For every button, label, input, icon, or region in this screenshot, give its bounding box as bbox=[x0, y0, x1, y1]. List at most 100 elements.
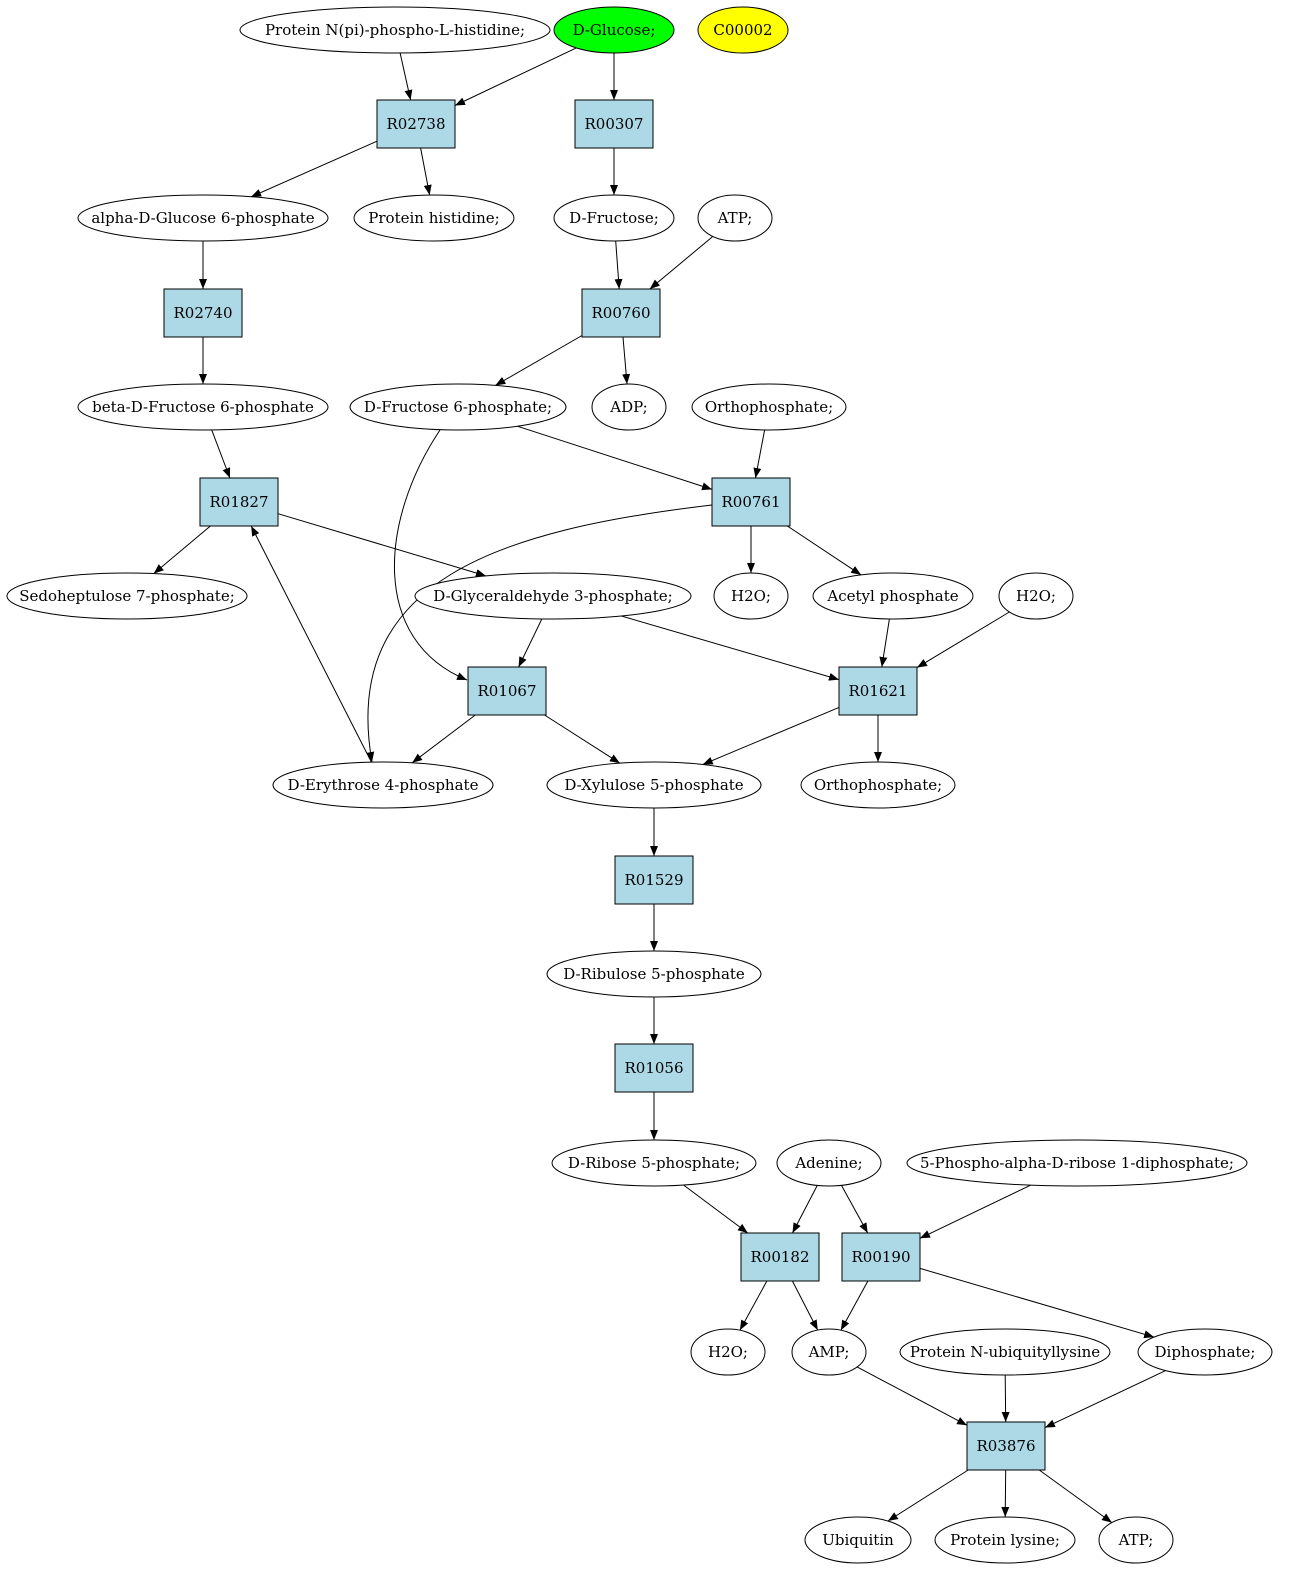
reaction-R01529[interactable]: R01529 bbox=[614, 855, 694, 905]
compound-c_dery4p[interactable]: D-Erythrose 4-phosphate bbox=[272, 761, 494, 809]
compound-c_dxyl5p[interactable]: D-Xylulose 5-phosphate bbox=[546, 761, 762, 809]
edge-R00190-to-c_amp bbox=[840, 1280, 869, 1331]
edge-R01067-to-c_dxyl5p bbox=[544, 714, 621, 764]
reaction-R01621[interactable]: R01621 bbox=[838, 666, 918, 716]
reaction-R00307[interactable]: R00307 bbox=[574, 99, 654, 149]
compound-c_dglucose[interactable]: D-Glucose; bbox=[553, 6, 675, 54]
compound-label: D-Xylulose 5-phosphate bbox=[564, 776, 743, 794]
reaction-R02740[interactable]: R02740 bbox=[163, 288, 243, 338]
reaction-label: R02738 bbox=[386, 115, 445, 133]
edge-R00182-to-c_h2o3 bbox=[739, 1280, 768, 1331]
compound-c_sedohep7p[interactable]: Sedoheptulose 7-phosphate; bbox=[6, 572, 248, 620]
reaction-box bbox=[581, 288, 661, 338]
reaction-box bbox=[711, 477, 791, 527]
compound-ellipse bbox=[697, 194, 773, 242]
compound-label: Protein N-ubiquityllysine bbox=[910, 1343, 1100, 1361]
compound-c_ubiquitin[interactable]: Ubiquitin bbox=[804, 1516, 912, 1564]
compound-label: ATP; bbox=[717, 209, 753, 227]
compound-ellipse bbox=[804, 1516, 912, 1564]
compound-label: Sedoheptulose 7-phosphate; bbox=[19, 587, 235, 605]
compound-c_orthophos2[interactable]: Orthophosphate; bbox=[800, 761, 956, 809]
reaction-label: R00182 bbox=[750, 1248, 809, 1266]
reaction-R00182[interactable]: R00182 bbox=[740, 1232, 820, 1282]
reaction-box bbox=[614, 855, 694, 905]
compound-label: Acetyl phosphate bbox=[826, 587, 958, 605]
edge-R00190-to-c_diphos bbox=[919, 1267, 1155, 1339]
edge-R00761-to-c_dery4p bbox=[366, 504, 713, 763]
compound-c_diphos[interactable]: Diphosphate; bbox=[1137, 1328, 1273, 1376]
reaction-box bbox=[614, 1043, 694, 1093]
nodes-layer: Protein N(pi)-phospho-L-histidine;D-Gluc… bbox=[6, 6, 1273, 1564]
edges-layer bbox=[153, 47, 1166, 1524]
edge-R03876-to-c_ubiquitin bbox=[887, 1469, 969, 1522]
edge-c_dery4p-to-R01827 bbox=[250, 525, 372, 763]
compound-c_protein_his[interactable]: Protein histidine; bbox=[353, 194, 515, 242]
edge-c_amp-to-R03876 bbox=[856, 1366, 968, 1426]
compound-c_drib5p[interactable]: D-Ribose 5-phosphate; bbox=[551, 1139, 757, 1187]
compound-c_prpp[interactable]: 5-Phospho-alpha-D-ribose 1-diphosphate; bbox=[906, 1139, 1248, 1187]
compound-c_orthophos1[interactable]: Orthophosphate; bbox=[691, 383, 847, 431]
reaction-label: R02740 bbox=[173, 304, 232, 322]
compound-c_protein_np_his[interactable]: Protein N(pi)-phospho-L-histidine; bbox=[239, 6, 551, 54]
compound-ellipse bbox=[1098, 1516, 1174, 1564]
edge-R03876-to-c_atp2 bbox=[1038, 1469, 1113, 1524]
compound-c_atp1[interactable]: ATP; bbox=[697, 194, 773, 242]
compound-c_acetylp[interactable]: Acetyl phosphate bbox=[812, 572, 974, 620]
compound-ellipse bbox=[591, 383, 667, 431]
compound-label: D-Glyceraldehyde 3-phosphate; bbox=[433, 587, 672, 605]
compound-label: AMP; bbox=[808, 1343, 850, 1361]
edge-R00182-to-c_amp bbox=[791, 1280, 819, 1331]
reaction-label: R01621 bbox=[848, 682, 907, 700]
reaction-label: R01529 bbox=[624, 871, 683, 889]
compound-c_drib5p_ulose[interactable]: D-Ribulose 5-phosphate bbox=[546, 950, 762, 998]
reaction-box bbox=[966, 1421, 1046, 1471]
compound-c_b_dfru6p[interactable]: beta-D-Fructose 6-phosphate bbox=[77, 383, 329, 431]
compound-ellipse bbox=[77, 383, 329, 431]
compound-ellipse bbox=[77, 194, 329, 242]
reaction-R00761[interactable]: R00761 bbox=[711, 477, 791, 527]
compound-ellipse bbox=[1137, 1328, 1273, 1376]
edge-R01827-to-c_sedohep7p bbox=[153, 525, 211, 574]
compound-label: Protein lysine; bbox=[950, 1531, 1060, 1549]
reaction-R00190[interactable]: R00190 bbox=[841, 1232, 921, 1282]
reaction-R01827[interactable]: R01827 bbox=[199, 477, 279, 527]
compound-c_dgly3p[interactable]: D-Glyceraldehyde 3-phosphate; bbox=[414, 572, 692, 620]
compound-c_protein_lys[interactable]: Protein lysine; bbox=[934, 1516, 1076, 1564]
compound-c_dfructose[interactable]: D-Fructose; bbox=[553, 194, 675, 242]
compound-c_h2o2[interactable]: H2O; bbox=[998, 572, 1074, 620]
compound-c_adp[interactable]: ADP; bbox=[591, 383, 667, 431]
compound-c_atp2[interactable]: ATP; bbox=[1098, 1516, 1174, 1564]
compound-c_prot_ubq_lys[interactable]: Protein N-ubiquityllysine bbox=[899, 1328, 1111, 1376]
reaction-box bbox=[838, 666, 918, 716]
reaction-label: R01827 bbox=[209, 493, 268, 511]
compound-c_c00002[interactable]: C00002 bbox=[697, 6, 789, 54]
compound-ellipse bbox=[272, 761, 494, 809]
compound-c_h2o1[interactable]: H2O; bbox=[713, 572, 789, 620]
edge-R00760-to-c_dfru6p bbox=[495, 335, 583, 386]
reaction-R01056[interactable]: R01056 bbox=[614, 1043, 694, 1093]
reaction-box bbox=[467, 666, 547, 716]
compound-c_dfru6p[interactable]: D-Fructose 6-phosphate; bbox=[349, 383, 567, 431]
compound-label: Adenine; bbox=[794, 1154, 862, 1172]
compound-c_h2o3[interactable]: H2O; bbox=[690, 1328, 766, 1376]
reaction-R00760[interactable]: R00760 bbox=[581, 288, 661, 338]
compound-label: alpha-D-Glucose 6-phosphate bbox=[91, 209, 314, 227]
compound-c_adenine[interactable]: Adenine; bbox=[776, 1139, 882, 1187]
compound-label: Protein histidine; bbox=[368, 209, 499, 227]
reaction-label: R00760 bbox=[591, 304, 650, 322]
compound-label: C00002 bbox=[713, 21, 772, 39]
compound-c_amp[interactable]: AMP; bbox=[791, 1328, 867, 1376]
compound-ellipse bbox=[800, 761, 956, 809]
edge-c_acetylp-to-R01621 bbox=[879, 618, 890, 668]
reaction-R02738[interactable]: R02738 bbox=[376, 99, 456, 149]
edge-c_adenine-to-R00182 bbox=[792, 1185, 818, 1234]
compound-ellipse bbox=[546, 761, 762, 809]
compound-c_a_dglc6p[interactable]: alpha-D-Glucose 6-phosphate bbox=[77, 194, 329, 242]
reaction-R03876[interactable]: R03876 bbox=[966, 1421, 1046, 1471]
edge-c_dgly3p-to-R01067 bbox=[518, 618, 543, 668]
reaction-R01067[interactable]: R01067 bbox=[467, 666, 547, 716]
compound-label: ATP; bbox=[1118, 1531, 1154, 1549]
reaction-label: R03876 bbox=[976, 1437, 1035, 1455]
compound-label: Ubiquitin bbox=[822, 1531, 894, 1549]
compound-label: ADP; bbox=[609, 398, 647, 416]
